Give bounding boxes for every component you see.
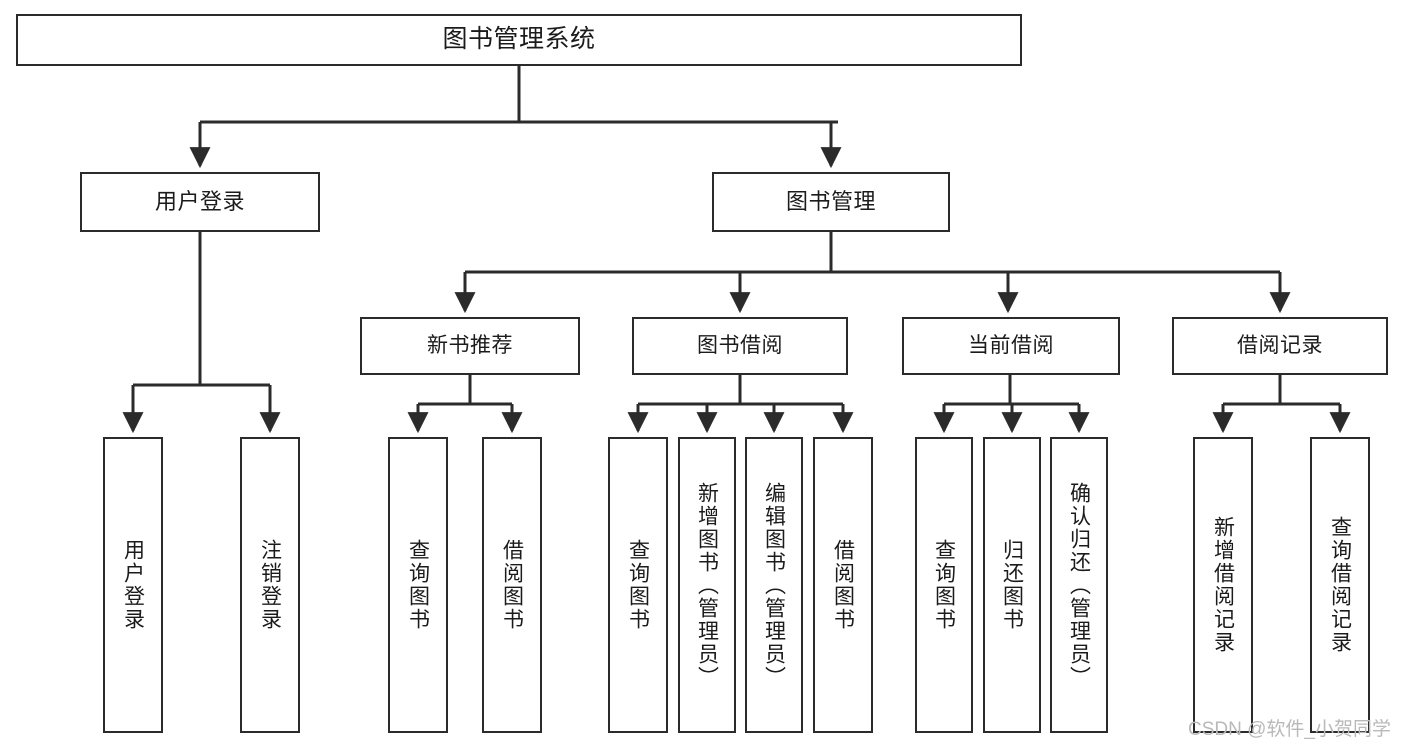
- leaf-br-add-record[interactable]: 新增借阅记录: [1193, 437, 1253, 733]
- leaf-br-query-record-label: 查询借阅记录: [1328, 516, 1352, 654]
- leaf-bb-borrow-book-label: 借阅图书: [831, 539, 855, 631]
- node-book-borrow-label: 图书借阅: [697, 333, 783, 357]
- node-root[interactable]: 图书管理系统: [16, 14, 1022, 66]
- leaf-logout[interactable]: 注销登录: [240, 437, 300, 733]
- leaf-br-query-record[interactable]: 查询借阅记录: [1310, 437, 1370, 733]
- leaf-nb-borrow-book-label: 借阅图书: [500, 539, 524, 631]
- leaf-bb-query-book-label: 查询图书: [626, 539, 650, 631]
- leaf-user-login-label: 用户登录: [121, 539, 145, 631]
- leaf-cb-query-book-label: 查询图书: [932, 539, 956, 631]
- leaf-bb-borrow-book[interactable]: 借阅图书: [813, 437, 873, 733]
- node-current-borrow-label: 当前借阅: [968, 333, 1054, 357]
- node-borrow-record-label: 借阅记录: [1237, 333, 1323, 357]
- leaf-user-login[interactable]: 用户登录: [103, 437, 163, 733]
- leaf-logout-label: 注销登录: [258, 539, 282, 631]
- leaf-nb-query-book[interactable]: 查询图书: [388, 437, 448, 733]
- node-current-borrow[interactable]: 当前借阅: [902, 317, 1120, 375]
- node-root-label: 图书管理系统: [442, 25, 596, 54]
- watermark: CSDN @软件_小贺同学: [1188, 719, 1391, 740]
- leaf-cb-confirm-return[interactable]: 确认归还（管理员）: [1050, 437, 1108, 733]
- node-book-borrow[interactable]: 图书借阅: [632, 317, 848, 375]
- leaf-br-add-record-label: 新增借阅记录: [1211, 516, 1235, 654]
- leaf-cb-return-book[interactable]: 归还图书: [983, 437, 1041, 733]
- node-book-management-label: 图书管理: [785, 189, 876, 215]
- node-user-login-label: 用户登录: [154, 189, 245, 215]
- leaf-cb-query-book[interactable]: 查询图书: [915, 437, 973, 733]
- leaf-bb-edit-book[interactable]: 编辑图书（管理员）: [745, 437, 803, 733]
- leaf-nb-borrow-book[interactable]: 借阅图书: [482, 437, 542, 733]
- node-user-login[interactable]: 用户登录: [80, 172, 320, 232]
- leaf-bb-edit-book-label: 编辑图书（管理员）: [762, 481, 786, 689]
- leaf-bb-add-book[interactable]: 新增图书（管理员）: [678, 437, 736, 733]
- node-borrow-record[interactable]: 借阅记录: [1172, 317, 1388, 375]
- node-book-management[interactable]: 图书管理: [712, 172, 950, 232]
- leaf-cb-confirm-return-label: 确认归还（管理员）: [1067, 481, 1091, 689]
- leaf-cb-return-book-label: 归还图书: [1000, 539, 1024, 631]
- leaf-bb-add-book-label: 新增图书（管理员）: [695, 481, 719, 689]
- node-new-book-recommend[interactable]: 新书推荐: [360, 317, 580, 375]
- node-new-book-recommend-label: 新书推荐: [427, 333, 513, 357]
- leaf-nb-query-book-label: 查询图书: [406, 539, 430, 631]
- leaf-bb-query-book[interactable]: 查询图书: [608, 437, 668, 733]
